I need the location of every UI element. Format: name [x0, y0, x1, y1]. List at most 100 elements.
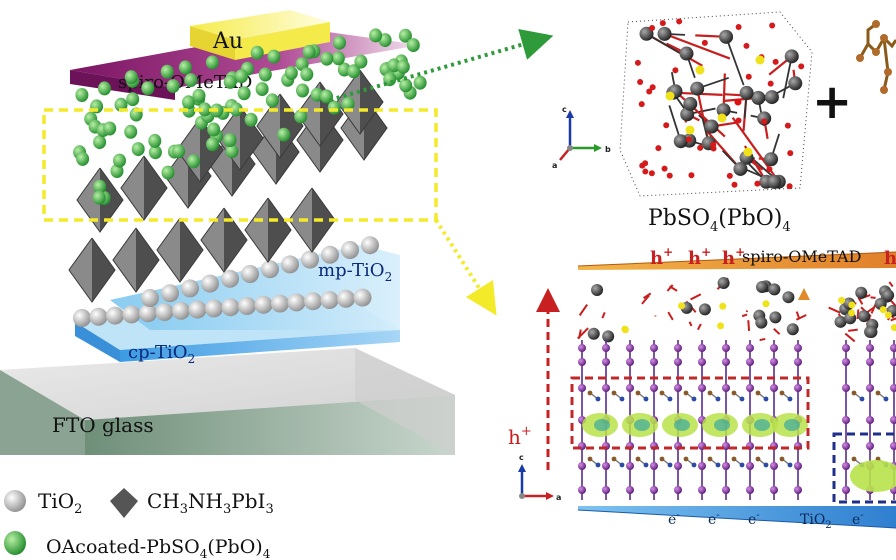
green-particle — [294, 109, 308, 124]
carbon-atom — [587, 456, 593, 462]
lead-atom — [690, 81, 705, 96]
interface-axes: c a — [518, 453, 561, 502]
green-particle — [229, 102, 243, 117]
oxygen-atom — [661, 165, 668, 172]
tio2-sphere — [238, 297, 256, 315]
green-particle — [205, 55, 219, 70]
green-particle — [141, 81, 155, 96]
nitrogen-atom — [595, 462, 601, 468]
charge-density — [674, 419, 690, 431]
crystal-structure: c b a PbSO4(PbO)4 + — [552, 11, 896, 235]
bond — [747, 320, 751, 331]
oxygen-atom — [710, 141, 717, 148]
legend-coated-label: OAcoated-PbSO4(PbO)4 — [46, 536, 271, 560]
legend-perovskite-icon — [110, 488, 138, 518]
legend-tio2-label: TiO2 — [38, 489, 82, 517]
iodine-atom — [626, 384, 634, 392]
interface-axis-a: a — [556, 493, 561, 502]
green-particle — [184, 73, 198, 88]
green-particle — [406, 38, 420, 53]
green-particle — [354, 54, 368, 69]
oxygen-atom — [663, 122, 670, 129]
green-particle — [178, 60, 192, 75]
sulfur-atom — [685, 125, 695, 135]
tio2-sphere — [106, 306, 124, 325]
carbon-atom — [683, 456, 689, 462]
tio2-sphere — [188, 300, 207, 319]
iodine-atom — [746, 486, 754, 494]
bond — [759, 337, 766, 342]
bond — [782, 56, 793, 99]
charge-density — [594, 419, 610, 431]
charge-density — [784, 419, 800, 431]
bond — [741, 313, 748, 318]
green-particle — [255, 82, 269, 97]
carbon-atom — [707, 390, 713, 396]
bond — [666, 284, 674, 292]
electron-labels: e-e-e-e- — [668, 510, 864, 528]
nitrogen-atom — [715, 462, 721, 468]
carbon-atom — [755, 456, 761, 462]
green-particle — [223, 133, 237, 147]
carbon-atom — [779, 390, 785, 396]
iodine-atom — [578, 384, 586, 392]
cp-tio2-label: cp-TiO2 — [128, 342, 195, 366]
crystal-axis-b: b — [605, 145, 611, 154]
side-hole-label: h+ — [508, 424, 532, 449]
oxygen-atom — [701, 39, 708, 46]
iodine-atom — [842, 358, 850, 366]
lead-atom — [683, 96, 698, 111]
nitrogen-atom — [763, 462, 769, 468]
carbon-atom — [611, 390, 617, 396]
carbon-atom — [755, 390, 761, 396]
carbon-atom — [731, 456, 737, 462]
green-particle — [93, 135, 107, 150]
sulfur-atom — [743, 147, 753, 157]
green-particle — [198, 102, 212, 117]
green-particle — [331, 51, 345, 66]
nitrogen-atom — [763, 396, 769, 402]
iodine-atom — [890, 384, 896, 392]
au-label: Au — [212, 29, 243, 54]
iodine-atom — [770, 486, 778, 494]
oxygen-atom — [787, 150, 794, 157]
iodine-atom — [842, 344, 850, 352]
iodine-atom — [722, 344, 730, 352]
oxygen-atom — [726, 172, 733, 179]
green-particle — [244, 112, 258, 127]
green-particle — [192, 88, 206, 103]
iodine-atom — [698, 344, 706, 352]
oxygen-atom — [638, 101, 645, 108]
lead-atom — [733, 161, 748, 176]
nitrogen-atom — [787, 396, 793, 402]
sulfur-atom — [848, 309, 856, 317]
legend-tio2-icon — [4, 490, 26, 512]
iodine-atom — [746, 462, 754, 470]
octahedron — [156, 217, 204, 283]
iodine-atom — [626, 358, 634, 366]
bond — [690, 293, 702, 301]
green-particle — [396, 59, 410, 74]
tio2-sphere — [122, 305, 141, 324]
crystal-formula: PbSO4(PbO)4 — [648, 206, 791, 235]
iodine-atom — [650, 462, 658, 470]
lead-atom — [882, 289, 895, 302]
tio2-sphere — [321, 245, 339, 264]
carbon-atom — [587, 390, 593, 396]
iodine-atom — [890, 442, 896, 450]
fto-glass-top — [0, 348, 455, 420]
carbon-atom — [635, 456, 641, 462]
oxygen-atom — [649, 84, 656, 91]
tio2-sphere — [201, 274, 219, 293]
tio2-sphere — [353, 288, 372, 307]
iodine-atom — [842, 486, 850, 494]
oxygen-atom — [646, 88, 653, 95]
green-particle — [206, 137, 219, 152]
tio2-sphere — [301, 250, 319, 269]
green-particle — [187, 154, 201, 169]
oxygen-atom — [772, 58, 779, 65]
tio2-sphere — [287, 293, 306, 312]
oxygen-atom — [659, 20, 666, 27]
carbon-atom — [659, 456, 665, 462]
iodine-atom — [746, 344, 754, 352]
